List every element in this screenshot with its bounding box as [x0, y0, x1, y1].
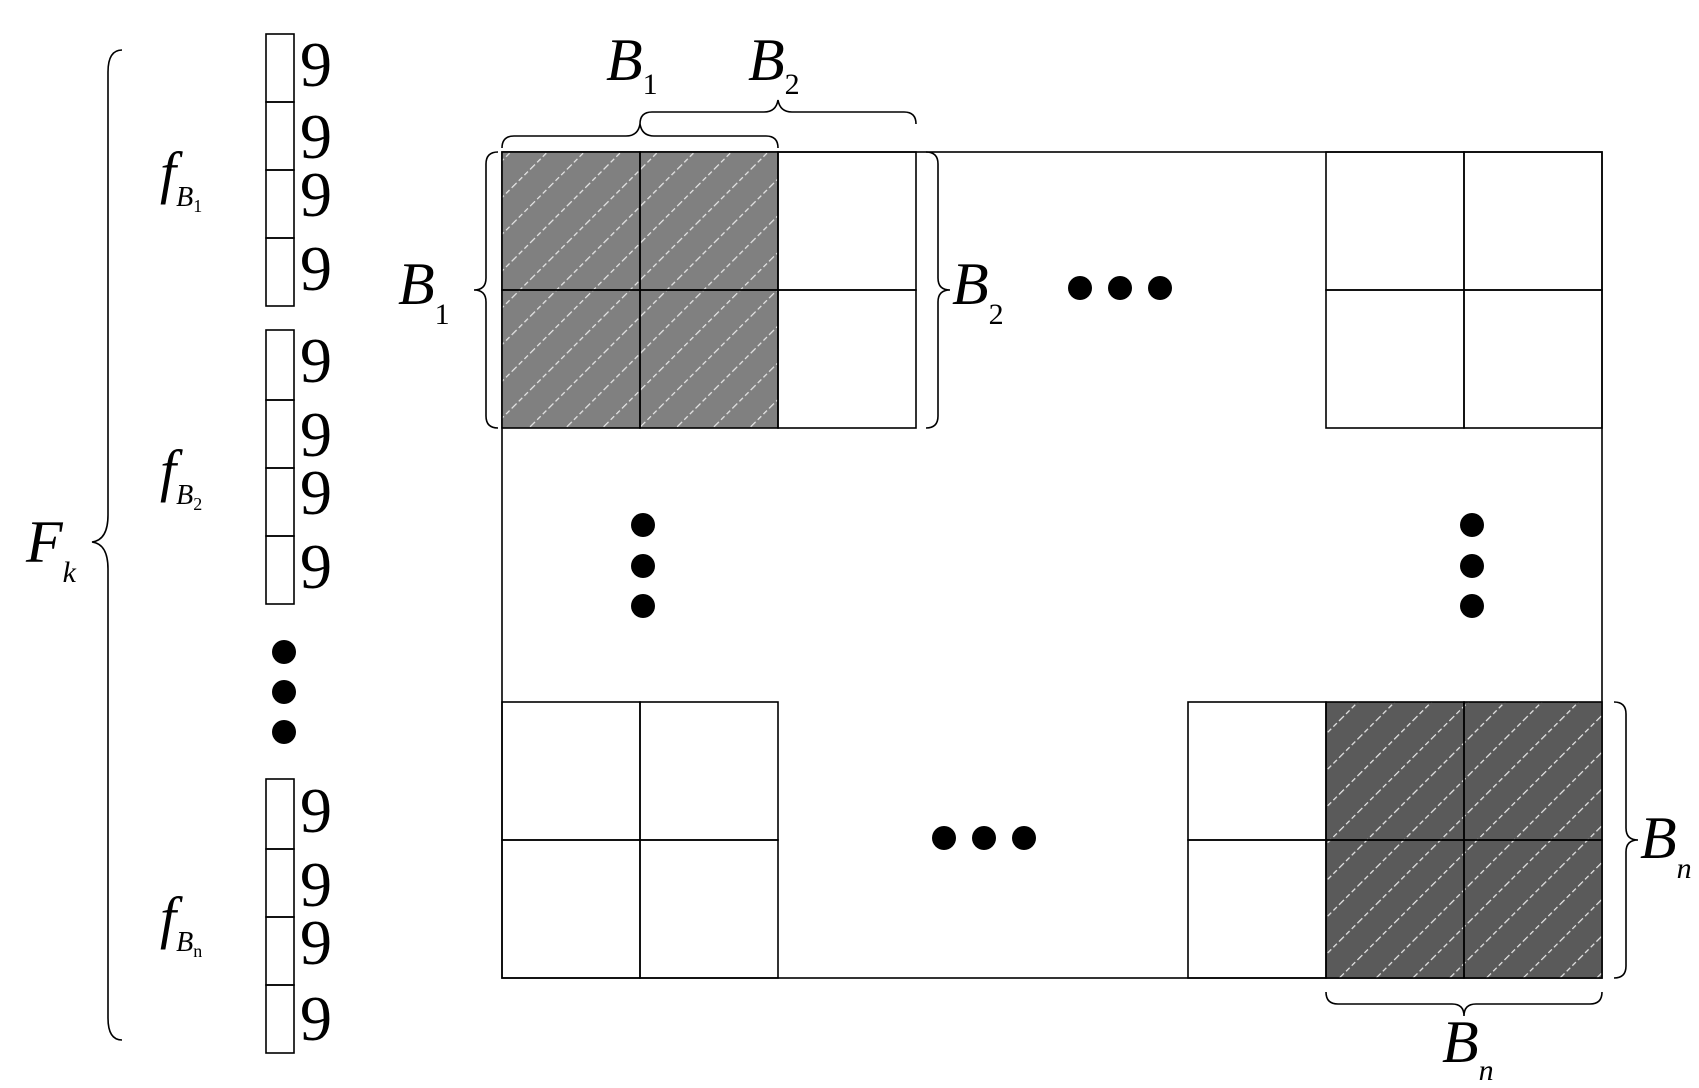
feature-cell [265, 237, 295, 307]
cell [1463, 839, 1603, 979]
feature-cell [265, 399, 295, 469]
image-grid: B1 B2 B1 B2 Bn Bn [398, 27, 1692, 1087]
feature-cell [265, 916, 295, 986]
bottom-right-cells [1187, 701, 1603, 979]
cell [501, 839, 641, 979]
feature-value: 9 [300, 325, 332, 396]
label-top-b2: B2 [748, 27, 800, 101]
feature-value: 9 [300, 531, 332, 602]
feature-value: 9 [300, 907, 332, 978]
label-left-b1: B1 [398, 251, 450, 331]
grid-ellipsis-bottom [932, 826, 1036, 850]
feature-cell [265, 169, 295, 239]
feature-group-b2: fB2 9 9 9 9 [160, 325, 332, 605]
label-top-b1: B1 [606, 27, 658, 101]
bottom-left-cells [501, 701, 779, 979]
label-bottom-bn: Bn [1442, 1009, 1494, 1087]
cell [1187, 701, 1327, 841]
feature-value: 9 [300, 29, 332, 100]
brace-bottom-bn [1325, 991, 1603, 1017]
cell [777, 289, 917, 429]
cell [1325, 151, 1465, 291]
cell [501, 701, 641, 841]
feature-group-b1: fB1 9 9 9 9 [160, 29, 332, 307]
feature-cell [265, 535, 295, 605]
grid-ellipsis-right [1460, 513, 1484, 618]
brace-top-b2 [639, 99, 917, 125]
feature-value: 9 [300, 849, 332, 920]
brace-left-b1 [473, 151, 499, 429]
brace-right-b2 [925, 151, 951, 429]
cell [1187, 839, 1327, 979]
top-left-cells [501, 151, 917, 429]
grid-ellipsis-top [1068, 276, 1172, 300]
feature-group-bn: fBn 9 9 9 9 [160, 775, 332, 1054]
cell [777, 151, 917, 291]
feature-value: 9 [300, 983, 332, 1054]
top-right-cells [1325, 151, 1603, 429]
brace-top-b1 [501, 123, 779, 149]
feature-cell [265, 101, 295, 171]
cell [1325, 289, 1465, 429]
grid-ellipsis-left [631, 513, 655, 618]
fk-brace [91, 49, 123, 1041]
brace-right-bn [1613, 701, 1639, 979]
feature-vector: Fk fB1 9 9 9 9 fB2 9 9 9 [25, 29, 332, 1054]
label-right-b2: B2 [952, 251, 1004, 331]
feature-cell [265, 329, 295, 401]
group-label: fB2 [160, 438, 202, 514]
fk-label: Fk [25, 509, 77, 589]
group-label: fBn [160, 885, 202, 961]
cell [639, 839, 779, 979]
feature-value: 9 [300, 457, 332, 528]
feature-cell [265, 778, 295, 850]
feature-value: 9 [300, 233, 332, 304]
group-label: fB1 [160, 140, 202, 216]
feature-value: 9 [300, 159, 332, 230]
cell [639, 701, 779, 841]
vector-ellipsis [272, 640, 296, 744]
cell [1463, 151, 1603, 291]
feature-cell [265, 467, 295, 537]
feature-cell [265, 33, 295, 103]
image-frame [501, 151, 1603, 979]
feature-cell [265, 984, 295, 1054]
label-right-bn: Bn [1640, 805, 1692, 885]
feature-value: 9 [300, 101, 332, 172]
cell [1463, 289, 1603, 429]
feature-value: 9 [300, 775, 332, 846]
feature-cell [265, 848, 295, 918]
feature-value: 9 [300, 399, 332, 470]
